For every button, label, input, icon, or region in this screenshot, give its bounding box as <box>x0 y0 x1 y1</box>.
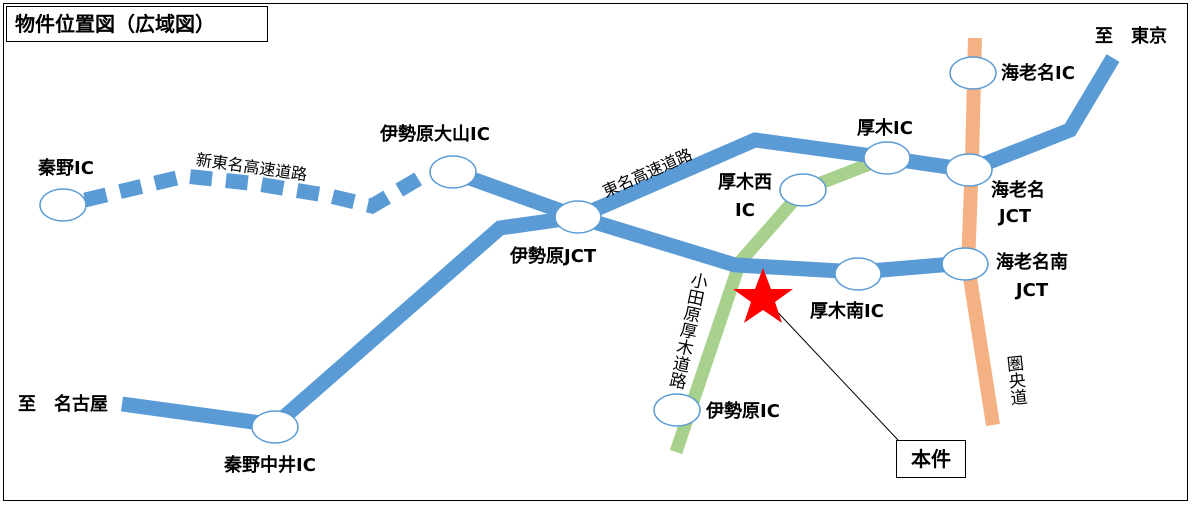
interchange-isehara-oyama-icon <box>429 155 477 189</box>
atsugi-minami-ic-label: 厚木南IC <box>810 301 884 322</box>
atsugi-nishi-ic-label-line1: 厚木西 <box>718 172 772 193</box>
ebina-jct-label-line2: JCT <box>998 206 1032 227</box>
atsugi-nishi-ic-label-line2: IC <box>735 200 755 221</box>
ebina-minami-jct-label-line1: 海老名南 <box>996 252 1068 273</box>
odawara-atsugi-road-line <box>669 151 888 455</box>
hadano-ic-label: 秦野IC <box>38 158 94 179</box>
tomei-expressway-line <box>120 54 1120 433</box>
isehara-jct-ebina-minami-line <box>575 209 966 280</box>
ken-o-do-road-label: 圏央道 <box>1002 354 1028 407</box>
destination-tokyo-label: 至 東京 <box>1095 26 1167 47</box>
atsugi-ic-label: 厚木IC <box>857 118 913 139</box>
ebina-ic-label: 海老名IC <box>1001 63 1075 84</box>
map-title: 物件位置図（広域図） <box>6 6 268 42</box>
callout-leader-line <box>767 301 899 441</box>
interchange-ebina-icon <box>949 56 997 90</box>
interchange-ebina-minami-jct-icon <box>941 247 989 281</box>
hadano-nakai-ic-label: 秦野中井IC <box>224 455 316 476</box>
interchange-atsugi-nishi-icon <box>779 173 827 207</box>
interchange-ebina-jct-icon <box>945 153 993 187</box>
ebina-jct-label-line1: 海老名 <box>991 180 1045 201</box>
red-star-icon <box>733 268 793 323</box>
property-callout-label: 本件 <box>896 440 966 478</box>
interchange-atsugi-minami-icon <box>834 257 882 291</box>
isehara-jct-label: 伊勢原JCT <box>510 246 597 267</box>
interchange-isehara-jct-icon <box>554 200 602 234</box>
interchange-isehara-icon <box>653 393 701 427</box>
isehara-oyama-ic-label: 伊勢原大山IC <box>380 124 490 145</box>
ebina-minami-jct-label-line2: JCT <box>1015 280 1049 301</box>
interchange-atsugi-icon <box>863 141 911 175</box>
isehara-ic-label: 伊勢原IC <box>706 401 780 422</box>
shin-tomei-planned-line <box>83 165 434 214</box>
destination-nagoya-label: 至 名古屋 <box>18 394 108 415</box>
interchange-hadano-nakai-icon <box>251 410 299 444</box>
ken-o-do-line <box>960 37 1000 427</box>
map-frame <box>3 3 1188 501</box>
interchange-hadano-icon <box>39 188 87 222</box>
